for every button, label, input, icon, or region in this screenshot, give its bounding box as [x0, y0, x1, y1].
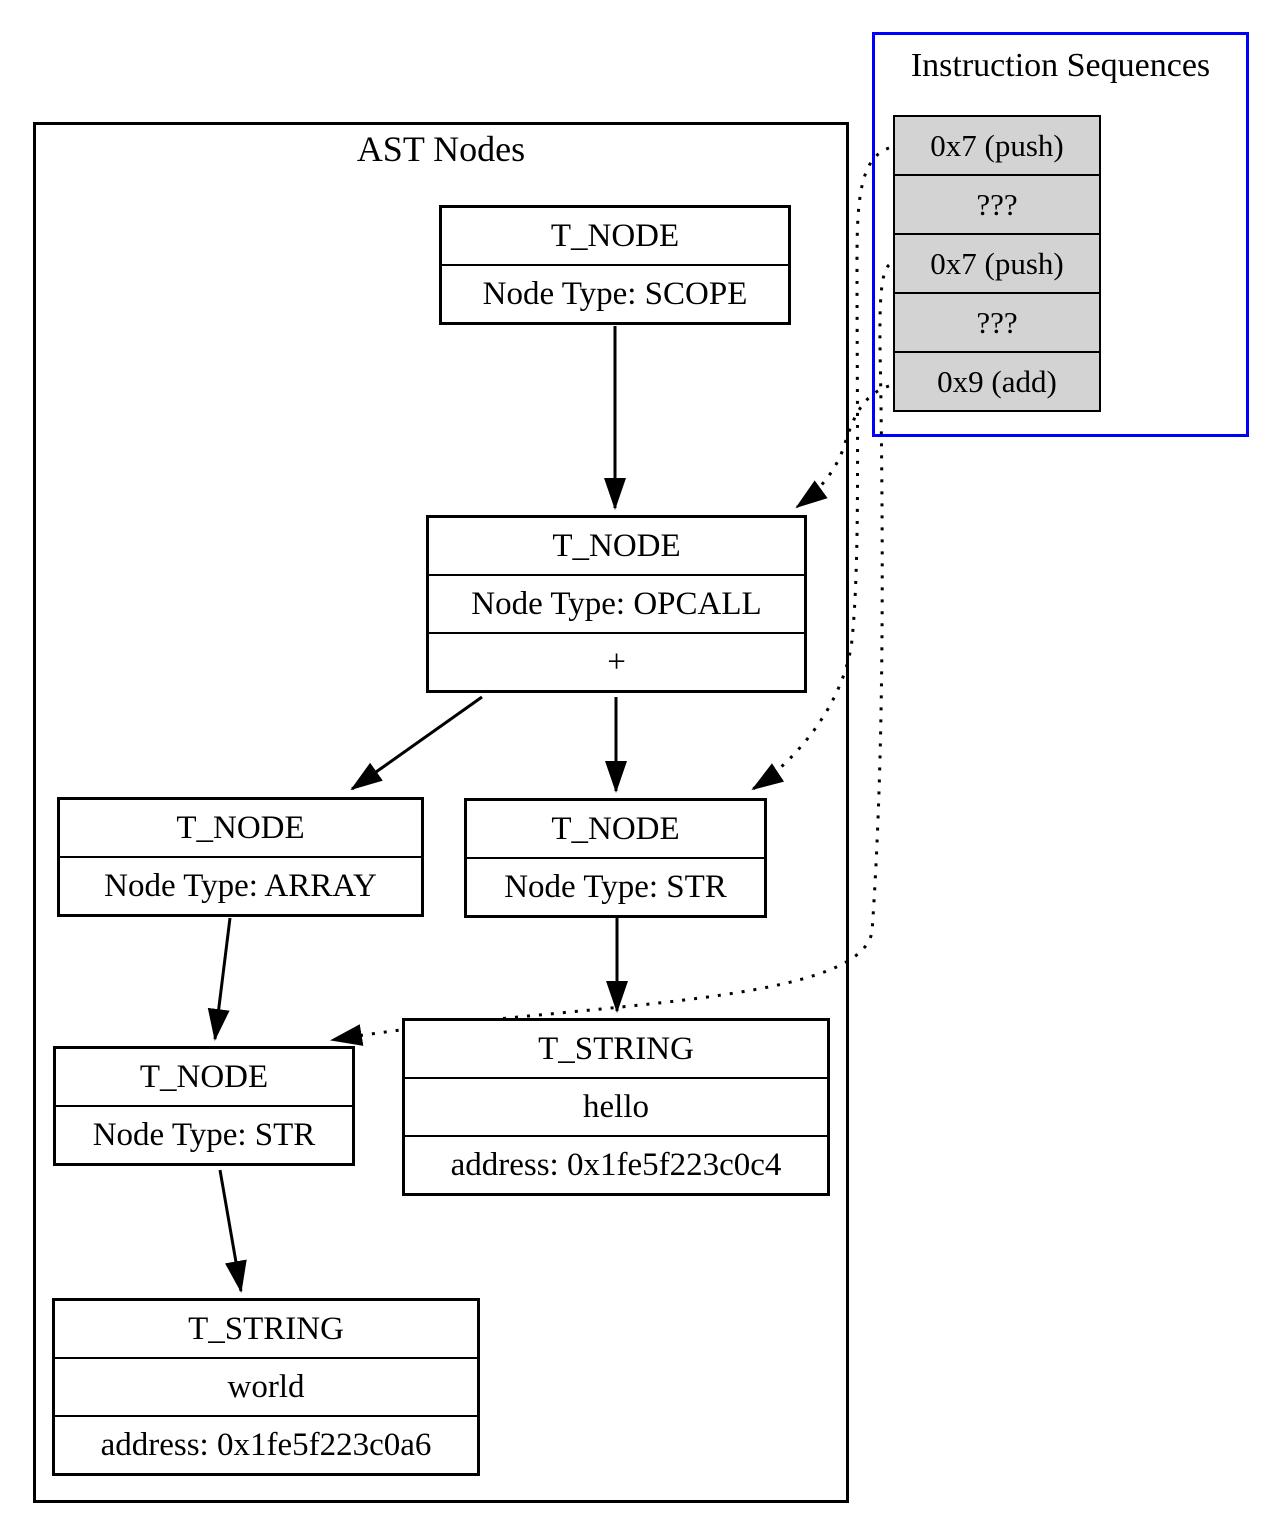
node-str-arg: T_NODE Node Type: STR [53, 1046, 355, 1166]
instruction-row-operand2: ??? [893, 292, 1101, 353]
node-str-recv-header: T_NODE [551, 811, 680, 847]
instruction-sequences-box: Instruction Sequences 0x7 (push) ??? 0x7… [872, 32, 1249, 437]
node-str-arg-header: T_NODE [139, 1059, 269, 1095]
node-array-type: Node Type: ARRAY [60, 856, 421, 914]
instruction-sequences-label: Instruction Sequences [910, 47, 1211, 84]
node-string-world-value: world [55, 1357, 477, 1415]
node-string-world-address: address: 0x1fe5f223c0a6 [55, 1415, 477, 1473]
node-array: T_NODE Node Type: ARRAY [57, 797, 424, 917]
instruction-table: 0x7 (push) ??? 0x7 (push) ??? 0x9 (add) [893, 115, 1101, 412]
node-str-recv: T_NODE Node Type: STR [464, 798, 767, 918]
node-str-recv-type: Node Type: STR [467, 857, 764, 915]
node-opcall: T_NODE Node Type: OPCALL + [426, 515, 807, 693]
node-string-world: T_STRING world address: 0x1fe5f223c0a6 [52, 1298, 480, 1476]
node-string-hello: T_STRING hello address: 0x1fe5f223c0c4 [402, 1018, 830, 1196]
node-scope-type: Node Type: SCOPE [442, 264, 788, 322]
ast-cluster-label: AST Nodes [356, 129, 526, 169]
instruction-row-push1: 0x7 (push) [893, 115, 1101, 176]
node-opcall-operator: + [429, 632, 804, 690]
instruction-row-operand1: ??? [893, 174, 1101, 235]
node-opcall-header: T_NODE [552, 528, 681, 564]
node-scope-header: T_NODE [550, 218, 680, 254]
node-string-hello-header: T_STRING [538, 1031, 694, 1067]
node-opcall-type: Node Type: OPCALL [429, 574, 804, 632]
node-scope: T_NODE Node Type: SCOPE [439, 205, 791, 325]
node-array-header: T_NODE [176, 810, 305, 846]
instruction-row-push2: 0x7 (push) [893, 233, 1101, 294]
node-string-hello-value: hello [405, 1077, 827, 1135]
node-str-arg-type: Node Type: STR [56, 1105, 352, 1163]
node-string-hello-address: address: 0x1fe5f223c0c4 [405, 1135, 827, 1193]
instruction-row-add: 0x9 (add) [893, 351, 1101, 412]
node-string-world-header: T_STRING [188, 1311, 344, 1347]
